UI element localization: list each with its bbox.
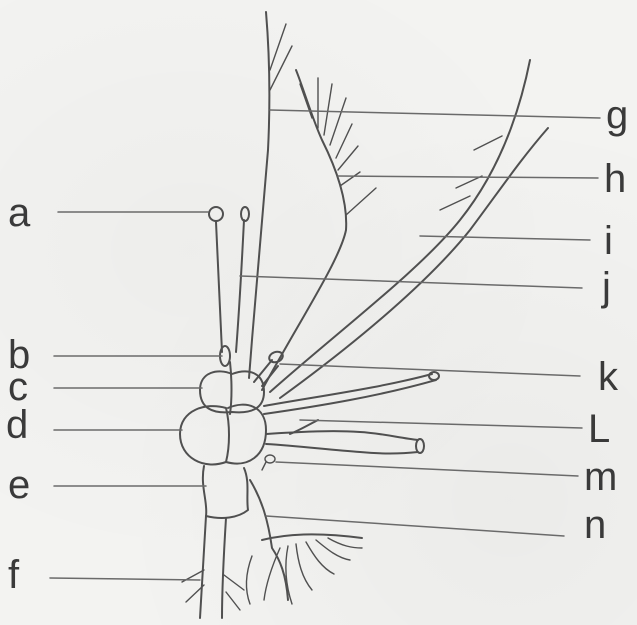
label-i: i [604,219,613,263]
long-diagonal-nerve-branch [280,128,548,398]
leader-f [50,578,200,580]
dorsal-vertical-nerve [249,12,269,378]
ventral-cord-left [200,516,206,618]
label-j: j [601,265,611,309]
label-d: d [6,403,28,447]
right-antenna-stalk [236,220,244,352]
frontal-nerve-fan [300,78,376,215]
frontal-nerve-h [262,70,346,390]
nerve-drawing [180,12,548,618]
leader-L [300,420,582,428]
leader-j [240,276,582,288]
brain-lower-right-lobe [226,405,266,464]
cord-branch-4 [226,592,240,610]
dorsal-nerve-twig-2 [270,46,292,90]
cord-branch-3 [224,575,244,590]
label-m: m [584,455,617,499]
right-antenna-knob [241,207,249,221]
label-L: L [588,407,610,451]
nerve-to-k-tip [429,372,439,380]
nerve-to-k-lower [264,380,436,414]
recurrent-nerve-n [250,480,288,600]
diagonal-twig-3 [474,136,502,150]
lower-fan-base [262,534,362,540]
label-g: g [606,93,628,137]
left-antenna-knob [209,207,223,221]
brain-lower-left-lobe [180,406,229,464]
feature-m-stalk [262,462,266,470]
subesophageal-ganglion [203,466,248,518]
leader-n [266,516,564,536]
leader-g [270,110,600,118]
leader-m [276,462,578,476]
nerve-L-upper [266,431,418,440]
nerve-L-lower [266,444,418,454]
label-n: n [584,503,606,547]
left-antenna-stalk [216,222,222,352]
label-a: a [8,191,31,235]
ventral-cord-right [222,518,226,618]
label-h: h [604,157,626,201]
lower-fan-branches [246,538,362,604]
label-e: e [8,463,30,507]
label-f: f [8,553,20,597]
leader-h [338,176,598,178]
nerve-k-end [268,350,285,364]
nerve-L-end [416,439,424,453]
label-k: k [598,355,619,399]
diagonal-twig-1 [440,196,470,210]
diagram-labels: a b c d e f g h i j k L m n [6,93,628,597]
